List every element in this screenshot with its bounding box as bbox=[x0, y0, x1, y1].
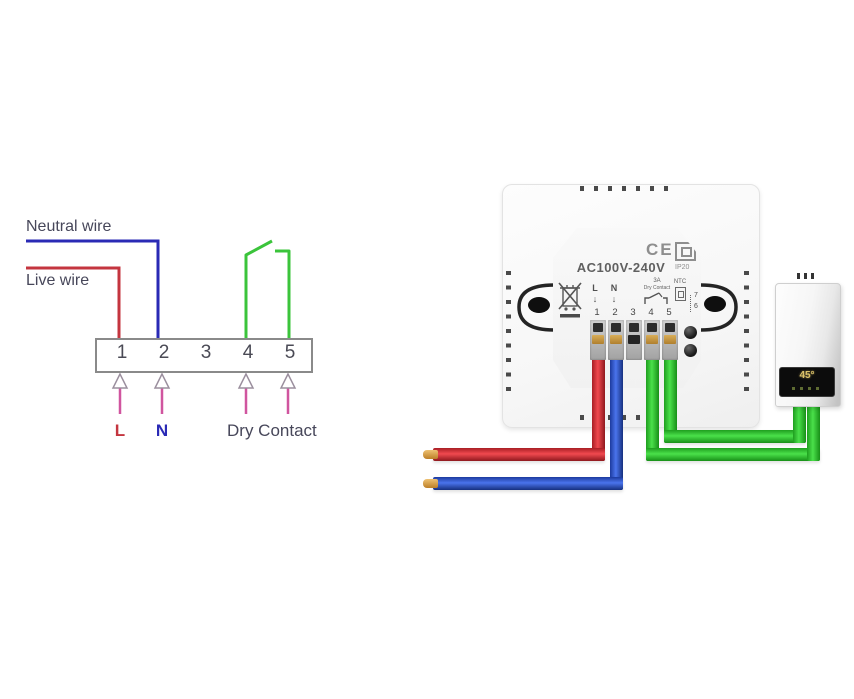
ntc-label: NTC bbox=[673, 279, 687, 285]
terminal-connector-1 bbox=[590, 320, 606, 360]
terminal-connector-2 bbox=[608, 320, 624, 360]
dry-contact-wire-a-riser bbox=[793, 404, 806, 443]
vent-dots-top bbox=[580, 186, 676, 191]
boiler-unit: 45° bbox=[775, 283, 841, 407]
dry-contact-wire-a-vertical bbox=[664, 348, 677, 443]
neutral-wire-copper-tip bbox=[423, 479, 438, 488]
dry-contact-switch-icon bbox=[644, 292, 668, 304]
boiler-temperature-readout: 45° bbox=[799, 370, 815, 381]
screw-slot bbox=[647, 323, 657, 332]
neutral-wire-horizontal bbox=[433, 477, 623, 490]
ce-mark: CE bbox=[646, 240, 674, 259]
live-wire-label: Live wire bbox=[26, 272, 90, 289]
voltage-rating-label: AC100V-240V bbox=[576, 260, 666, 275]
right-bracket-icon bbox=[699, 283, 738, 332]
terminal-connector-row bbox=[588, 320, 700, 362]
brass-clamp bbox=[664, 335, 676, 344]
live-wire-line bbox=[26, 266, 121, 340]
module-terminal-5: 5 bbox=[666, 307, 672, 318]
brass-clamp bbox=[646, 335, 658, 344]
module-terminal-2: 2 bbox=[612, 307, 618, 318]
screw-slot bbox=[629, 323, 639, 332]
dry-contact-wire-b-vertical bbox=[646, 348, 659, 461]
vent-dots-left bbox=[506, 271, 511, 399]
brass-clamp bbox=[610, 335, 622, 344]
terminal-number-5: 5 bbox=[284, 342, 296, 363]
neutral-wire-vertical bbox=[610, 348, 623, 490]
empty-slot bbox=[628, 335, 640, 344]
dry-contact-wire-b-horizontal bbox=[646, 448, 820, 461]
relay-rating-label: 3A bbox=[653, 278, 661, 284]
module-terminal-1: 1 bbox=[594, 307, 600, 318]
terminal-arrow-4 bbox=[237, 372, 255, 414]
module-n-label: N bbox=[610, 283, 618, 293]
module-terminal-3: 3 bbox=[630, 307, 636, 318]
brass-clamp bbox=[592, 335, 604, 344]
terminal-number-2: 2 bbox=[158, 342, 170, 363]
vent-dots-right bbox=[744, 271, 749, 399]
live-wire-vertical bbox=[592, 348, 605, 461]
class-ii-insulation-icon bbox=[675, 242, 696, 261]
screw-slot bbox=[665, 323, 675, 332]
ntc-terminal-6: 6 bbox=[694, 303, 698, 310]
terminal-block: 1 2 3 4 5 bbox=[95, 338, 313, 373]
screw-slot bbox=[593, 323, 603, 332]
ip-rating-label: IP20 bbox=[675, 264, 690, 271]
terminal-connector-4 bbox=[644, 320, 660, 360]
terminal-connector-3 bbox=[626, 320, 642, 360]
ntc-dashed-connector bbox=[690, 295, 691, 312]
ntc-terminal-7: 7 bbox=[694, 292, 698, 299]
boiler-display-icons bbox=[792, 387, 824, 390]
thermostat-wiring-module: AC100V-240V CE IP20 L N ↓ ↓ 3A Dry Conta… bbox=[553, 228, 701, 388]
dry-contact-wire-4-with-switch-blade bbox=[244, 239, 273, 340]
terminal-l-label: L bbox=[114, 421, 126, 440]
live-wire-copper-tip bbox=[423, 450, 438, 459]
fixing-screw-bottom bbox=[684, 344, 697, 357]
fixing-screw-top bbox=[684, 326, 697, 339]
module-dry-contact-label: Dry Contact bbox=[643, 285, 671, 291]
dry-contact-wire-5 bbox=[275, 249, 291, 340]
left-mount-slot bbox=[528, 297, 550, 313]
schematic-wires bbox=[26, 239, 297, 414]
class-ii-inner-square bbox=[681, 247, 692, 257]
neutral-wire-label: Neutral wire bbox=[26, 218, 112, 235]
down-arrow-icon-l: ↓ bbox=[592, 294, 598, 304]
boiler-display-panel: 45° bbox=[779, 367, 835, 397]
terminal-number-4: 4 bbox=[242, 342, 254, 363]
vent-dots-bottom bbox=[580, 415, 676, 420]
terminal-arrow-2 bbox=[153, 372, 171, 414]
terminal-connector-5 bbox=[662, 320, 678, 360]
module-l-label: L bbox=[592, 283, 598, 293]
dry-contact-wire-b-riser bbox=[807, 404, 820, 461]
mounting-brackets bbox=[517, 283, 738, 332]
weee-bin-icon bbox=[558, 282, 582, 318]
terminal-number-3: 3 bbox=[200, 342, 212, 363]
ntc-sensor-icon bbox=[675, 287, 686, 301]
terminal-arrow-1 bbox=[111, 372, 129, 414]
live-wire-horizontal bbox=[433, 448, 605, 461]
terminal-n-label: N bbox=[155, 421, 169, 440]
screw-slot bbox=[611, 323, 621, 332]
dry-contact-label: Dry Contact bbox=[227, 421, 317, 440]
right-mount-slot bbox=[704, 296, 726, 312]
terminal-number-1: 1 bbox=[116, 342, 128, 363]
down-arrow-icon-n: ↓ bbox=[611, 294, 617, 304]
neutral-wire-line bbox=[26, 239, 160, 340]
terminal-arrow-5 bbox=[279, 372, 297, 414]
module-terminal-4: 4 bbox=[648, 307, 654, 318]
boiler-flue-vents bbox=[797, 273, 814, 279]
ntc-sensor-inner bbox=[678, 291, 684, 298]
dry-contact-wire-a-horizontal bbox=[664, 430, 806, 443]
left-bracket-icon bbox=[517, 283, 556, 332]
